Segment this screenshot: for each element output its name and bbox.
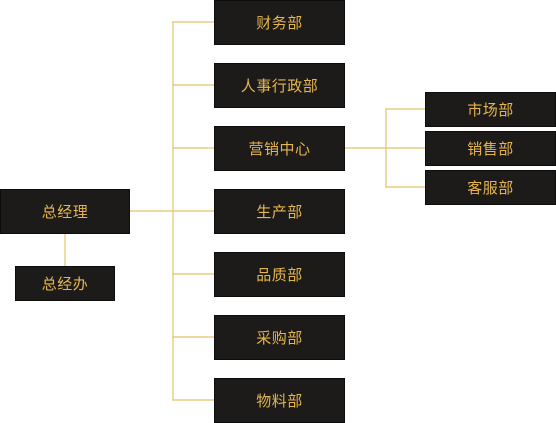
node-purchasing: 采购部 xyxy=(214,315,345,360)
node-production: 生产部 xyxy=(214,189,345,234)
node-materials: 物料部 xyxy=(214,378,345,423)
node-quality: 品质部 xyxy=(214,252,345,297)
node-ceo: 总经理 xyxy=(0,189,130,234)
node-ceo-office: 总经办 xyxy=(15,266,115,301)
node-marketing-center: 营销中心 xyxy=(214,126,345,171)
node-hr-admin: 人事行政部 xyxy=(214,63,345,108)
node-market: 市场部 xyxy=(425,92,556,127)
node-sales: 销售部 xyxy=(425,131,556,166)
node-customer-service: 客服部 xyxy=(425,170,556,205)
node-finance: 财务部 xyxy=(214,0,345,45)
